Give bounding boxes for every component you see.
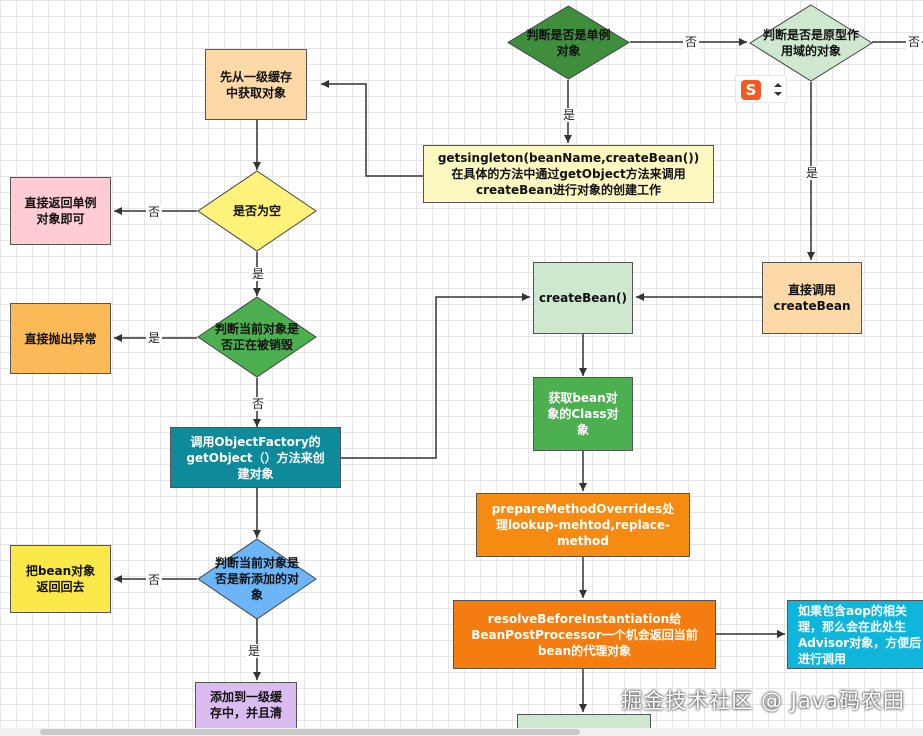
edge-label-empty-no: 否 bbox=[146, 205, 163, 219]
node-resolve-before: resolveBeforeInstantiation给BeanPostProce… bbox=[453, 600, 716, 669]
edge-label-destroyed-no: 否 bbox=[250, 397, 267, 411]
node-add-first-cache: 添加到一级缓存中，并且清 bbox=[195, 682, 297, 736]
node-create-bean: createBean() bbox=[533, 262, 633, 334]
node-return-bean: 把bean对象返回回去 bbox=[10, 545, 111, 613]
node-get-singleton: getsingleton(beanName,createBean())在具体的方… bbox=[423, 145, 714, 203]
scrollbar-thumb[interactable] bbox=[40, 729, 580, 735]
node-first-cache: 先从一级缓存中获取对象 bbox=[205, 49, 307, 120]
decision-is-empty-label: 是否为空 bbox=[232, 204, 281, 218]
decision-being-destroyed-label: 判断当前对象是否正在被销毁 bbox=[214, 322, 299, 352]
edge-label-added-no: 否 bbox=[146, 573, 163, 587]
edge-label-singleton-no: 否 bbox=[683, 35, 700, 49]
node-prepare-overrides: prepareMethodOverrides处理lookup-mehtod,re… bbox=[476, 493, 690, 557]
edge-label-empty-yes: 是 bbox=[250, 267, 267, 281]
edge-object-factory-to-create-bean bbox=[341, 293, 530, 459]
node-get-class: 获取bean对象的Class对象 bbox=[533, 377, 633, 451]
node-direct-call: 直接调用createBean bbox=[762, 262, 862, 334]
edge-label-destroyed-yes: 是 bbox=[146, 331, 163, 345]
decision-is-prototype-label: 判断是否是原型作用域的对象 bbox=[763, 28, 860, 58]
caret-down-icon[interactable] bbox=[774, 92, 782, 96]
edge-label-singleton-yes: 是 bbox=[561, 108, 578, 122]
sogou-logo-icon[interactable]: S bbox=[741, 80, 761, 100]
node-aop-note: 如果包含aop的相关理，那么会在此处生Advisor对象，方便后进行调用 bbox=[787, 600, 923, 669]
caret-up-icon[interactable] bbox=[774, 83, 782, 87]
decision-being-destroyed: 判断当前对象是否正在被销毁 bbox=[197, 296, 317, 378]
ime-toolbar[interactable]: S bbox=[735, 75, 787, 103]
node-return-singleton: 直接返回单例对象即可 bbox=[10, 177, 111, 245]
decision-is-singleton: 判断是否是单例对象 bbox=[507, 5, 630, 80]
decision-is-prototype: 判断是否是原型作用域的对象 bbox=[749, 4, 873, 82]
node-throw-exception: 直接抛出异常 bbox=[10, 303, 111, 374]
edge-label-prototype-no: 否 bbox=[906, 35, 923, 49]
edge-label-prototype-yes: 是 bbox=[804, 166, 821, 180]
node-object-factory: 调用ObjectFactory的getObject（）方法来创建对象 bbox=[170, 427, 341, 488]
edge-label-added-yes: 是 bbox=[246, 644, 263, 658]
edge-getsingleton-to-first-cache bbox=[321, 80, 423, 177]
decision-is-empty: 是否为空 bbox=[197, 170, 317, 252]
watermark: 掘金技术社区 @ Java码农田 bbox=[621, 689, 905, 713]
decision-newly-added: 判断当前对象是否是新添加的对象 bbox=[197, 538, 317, 620]
decision-newly-added-label: 判断当前对象是否是新添加的对象 bbox=[214, 556, 299, 602]
decision-is-singleton-label: 判断是否是单例对象 bbox=[526, 27, 611, 58]
horizontal-scrollbar[interactable] bbox=[0, 728, 923, 736]
